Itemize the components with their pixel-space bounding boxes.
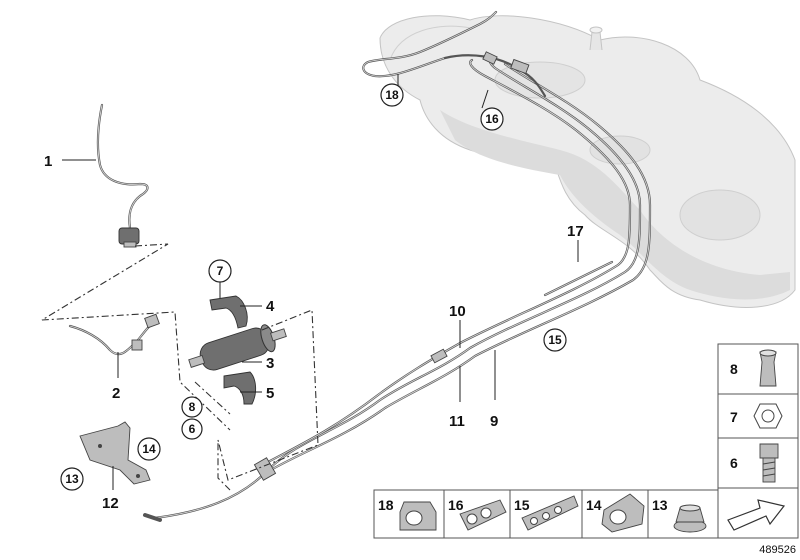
clip-18-icon xyxy=(399,501,437,531)
part-2-short-line xyxy=(68,313,160,356)
callout-4: 4 xyxy=(266,298,275,315)
callout-5: 5 xyxy=(266,385,274,402)
rivet-nut-icon xyxy=(759,349,777,387)
legend-right-6: 6 xyxy=(730,455,738,471)
leader-lines xyxy=(62,74,579,490)
callout-11: 11 xyxy=(449,413,465,430)
part-4-bracket xyxy=(209,295,248,329)
arrow-symbol-icon xyxy=(727,499,786,531)
clip-14-icon xyxy=(601,493,645,533)
legend-bottom: 18 16 15 14 13 xyxy=(373,487,799,539)
clip-16-icon xyxy=(459,499,507,531)
callout-2: 2 xyxy=(112,385,120,402)
legend-bottom-16: 16 xyxy=(448,497,464,513)
callout-16: 16 xyxy=(485,112,499,126)
callout-6: 6 xyxy=(189,422,196,436)
callout-9: 9 xyxy=(490,413,498,430)
fuel-lines xyxy=(143,10,652,522)
legend-right-7: 7 xyxy=(730,409,738,425)
callout-14: 14 xyxy=(142,442,156,456)
legend-bottom-15: 15 xyxy=(514,497,530,513)
legend-bottom-14: 14 xyxy=(586,497,602,513)
part-12-bracket-plate xyxy=(79,421,151,485)
clip-15-icon xyxy=(521,495,579,531)
nut-13-icon xyxy=(673,504,707,533)
callout-13: 13 xyxy=(65,472,79,486)
callout-10: 10 xyxy=(449,303,466,320)
part-5-bracket xyxy=(223,371,257,405)
assembly-boundaries xyxy=(41,243,319,491)
callout-8: 8 xyxy=(189,400,196,414)
callout-18: 18 xyxy=(385,88,399,102)
callout-17: 17 xyxy=(567,223,584,240)
legend-bottom-13: 13 xyxy=(652,497,668,513)
reference-number: 489526 xyxy=(759,544,796,556)
callout-12: 12 xyxy=(102,495,119,512)
legend-right: 8 7 6 xyxy=(717,343,799,489)
part-1-vent-line xyxy=(96,103,149,248)
legend-bottom-18: 18 xyxy=(378,497,394,513)
callout-15: 15 xyxy=(548,333,562,347)
callout-7: 7 xyxy=(217,264,224,278)
part-3-fuel-filter xyxy=(188,324,287,371)
clip-nut-icon xyxy=(753,403,783,429)
callout-1: 1 xyxy=(44,153,52,170)
legend-right-8: 8 xyxy=(730,361,738,377)
hex-bolt-icon xyxy=(759,443,779,483)
callouts: 1 2 3 4 5 7 8 6 9 10 11 12 13 14 15 16 1… xyxy=(44,83,584,512)
callout-3: 3 xyxy=(266,355,274,372)
